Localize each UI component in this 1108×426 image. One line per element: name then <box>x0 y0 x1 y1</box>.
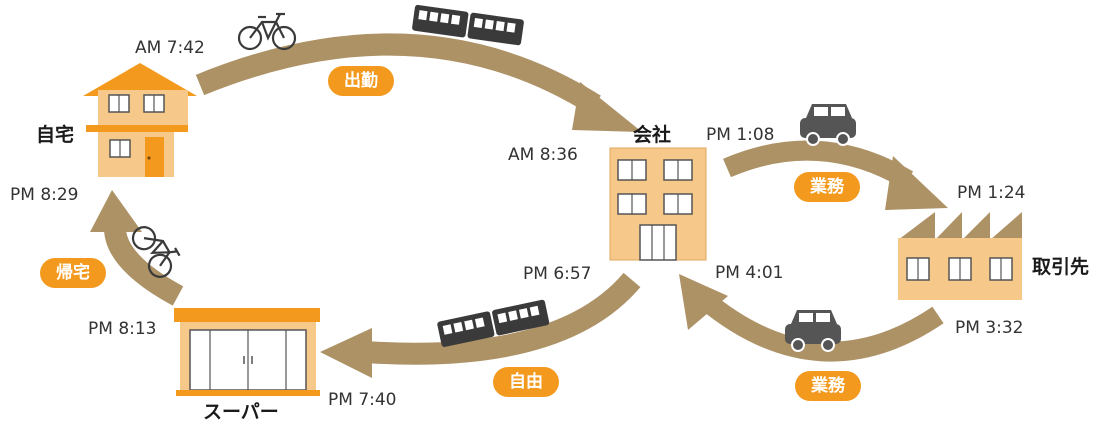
office-building-icon <box>609 147 707 261</box>
arrow-commute <box>195 33 642 132</box>
time-label-company-arrive: AM 8:36 <box>508 145 578 165</box>
factory-icon <box>898 212 1022 300</box>
time-label-company-depart-client: PM 1:08 <box>706 125 775 145</box>
arrow-return-home <box>90 190 184 306</box>
bicycle-icon <box>131 226 181 278</box>
store-icon <box>174 308 320 396</box>
time-label-super-depart: PM 8:13 <box>88 319 157 339</box>
time-label-company-return: PM 4:01 <box>715 263 784 283</box>
train-icon <box>412 4 524 46</box>
house-icon <box>83 63 197 177</box>
tag-commute: 出勤 <box>328 66 394 96</box>
arrow-business-back <box>679 274 944 362</box>
time-label-home-depart: AM 7:42 <box>135 38 205 58</box>
car-icon <box>800 104 856 146</box>
time-label-client-arrive: PM 1:24 <box>957 183 1026 203</box>
tag-business-out: 業務 <box>794 172 860 202</box>
arrow-free <box>320 272 641 378</box>
tag-return-home: 帰宅 <box>40 258 106 288</box>
train-icon <box>437 299 550 347</box>
bicycle-icon <box>237 12 297 51</box>
place-label-supermarket: スーパー <box>203 401 279 423</box>
place-label-company: 会社 <box>633 124 672 146</box>
car-icon <box>785 310 841 352</box>
time-label-company-leave: PM 6:57 <box>523 264 592 284</box>
arrow-business-out <box>723 140 948 210</box>
tag-free: 自由 <box>493 367 559 397</box>
time-label-client-depart: PM 3:32 <box>955 318 1024 338</box>
place-label-home: 自宅 <box>36 124 75 146</box>
place-label-client: 取引先 <box>1032 256 1090 278</box>
time-label-super-arrive: PM 7:40 <box>328 390 397 410</box>
tag-business-back: 業務 <box>795 371 861 401</box>
time-label-home-arrive: PM 8:29 <box>10 185 79 205</box>
